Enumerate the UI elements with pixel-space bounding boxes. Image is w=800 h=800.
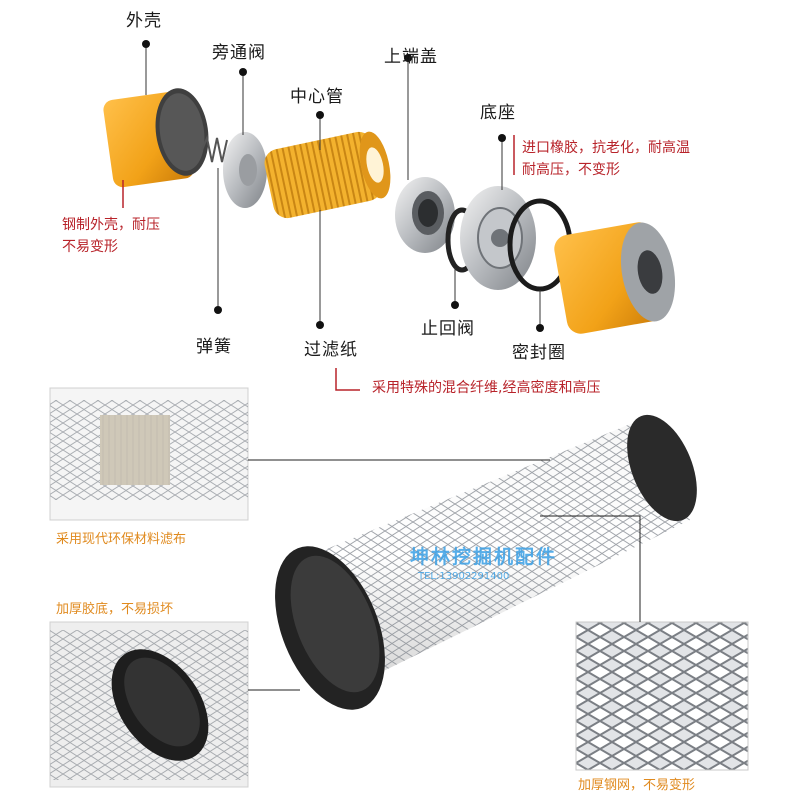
spring-part [201,134,228,163]
air-filter-cylinder [275,414,697,710]
base-part [460,186,536,290]
note-seal-line1: 进口橡胶，抗老化，耐高温 [522,140,690,156]
label-top-cap: 上端盖 [384,47,438,67]
watermark-title: 坤林挖掘机配件 [410,546,558,568]
inset-cloth [49,387,249,521]
caption-steel-mesh: 加厚钢网，不易变形 [578,778,696,793]
inset-rubber-base [49,621,249,788]
label-spring: 弹簧 [196,337,232,357]
top-cap-part [395,177,455,253]
red-brackets [122,135,515,391]
caption-rubber-base: 加厚胶底，不易损坏 [56,602,174,617]
center-tube-part [264,131,391,219]
label-center-tube: 中心管 [290,87,344,107]
note-seal-line2: 耐高压，不变形 [522,162,620,178]
assembled-filter-part [554,222,676,334]
label-bypass-valve: 旁通阀 [212,43,266,63]
watermark-tel: TEL:13902291400 [418,571,510,582]
label-base: 底座 [480,103,516,123]
callout-lines [248,459,641,691]
note-seal: 进口橡胶，抗老化，耐高温 耐高压，不变形 [522,137,690,181]
caption-cloth: 采用现代环保材料滤布 [56,532,187,547]
label-check-valve: 止回阀 [421,319,475,339]
note-shell-line1: 钢制外壳，耐压 [62,217,160,233]
bypass-valve-part [223,132,267,208]
label-filter-paper: 过滤纸 [304,340,358,360]
inset-steel-mesh [575,621,749,771]
label-shell: 外壳 [126,11,162,31]
note-paper: 采用特殊的混合纤维,经高密度和高压 [372,380,601,396]
label-seal-ring: 密封圈 [512,343,566,363]
note-shell: 钢制外壳，耐压 不易变形 [62,214,160,258]
leader-lines [145,44,541,328]
note-shell-line2: 不易变形 [62,239,118,255]
marker-dots [142,40,544,332]
shell-part [103,88,209,188]
